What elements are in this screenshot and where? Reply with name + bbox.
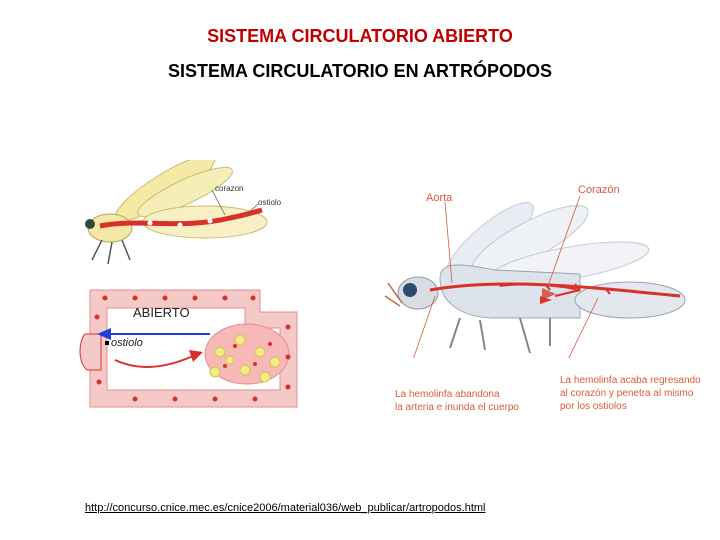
caption-right-line-1: La hemolinfa acaba regresando (560, 375, 701, 386)
eye-icon (85, 219, 95, 229)
flow-arrow-icon (542, 288, 556, 300)
page-subtitle: SISTEMA CIRCULATORIO EN ARTRÓPODOS (167, 61, 552, 81)
page-title: SISTEMA CIRCULATORIO ABIERTO (207, 26, 513, 46)
thorax-icon (87, 213, 133, 243)
aorta-label: Aorta (426, 192, 453, 204)
source-link[interactable]: http://concurso.cnice.mec.es/cnice2006/m… (85, 502, 486, 514)
antenna-icon (384, 282, 403, 307)
red-arrow-icon (189, 350, 203, 362)
caption-left-line-1: La hemolinfa abandona (395, 389, 500, 400)
hemolymph-cells-icon (209, 334, 281, 383)
caption-hemolymph-returns: La hemolinfa acaba regresando al corazón… (560, 374, 701, 413)
ostiole-icon (207, 218, 213, 224)
ostiole-marker-icon (105, 341, 109, 345)
small-insect-heart-label: corazon (215, 184, 244, 193)
schema-open-label: ABIERTO (133, 305, 190, 320)
heart-vessel-icon (99, 207, 263, 229)
schema-ostiole-label: ostiolo (111, 337, 143, 349)
small-insect-drawing (85, 154, 268, 265)
body-cavity-icon (204, 323, 290, 385)
heart-chamber-icon (79, 333, 102, 371)
legs-icon (449, 317, 551, 354)
large-insect-drawing (384, 195, 686, 384)
large-insect-figure: Aorta Corazón La hemolinfa abandona la a… (380, 178, 715, 418)
open-circulation-schema: ABIERTO ostiolo (75, 282, 325, 412)
ostiole-icon (177, 222, 183, 228)
caption-left-line-2: la arteria e inunda el cuerpo (395, 402, 519, 413)
wing-icon (137, 166, 233, 218)
small-insect-figure: corazon ostiolo (80, 154, 282, 275)
schema-drawing (79, 289, 298, 408)
thorax-icon (439, 264, 581, 319)
blue-arrow-icon (97, 328, 111, 340)
blood-cells-icon (94, 295, 291, 402)
abdomen-icon (574, 281, 686, 319)
caption-right-line-3: por los ostiolos (560, 401, 627, 412)
heart-label: Corazón (578, 184, 620, 196)
ostiole-icon (147, 220, 153, 226)
small-insect-ostiole-label: ostiolo (258, 198, 282, 207)
caption-right-line-2: al corazón y penetra al mismo (560, 388, 694, 399)
caption-hemolymph-leaves: La hemolinfa abandona la arteria e inund… (395, 388, 519, 414)
legs-icon (91, 239, 131, 265)
eye-icon (403, 283, 417, 297)
